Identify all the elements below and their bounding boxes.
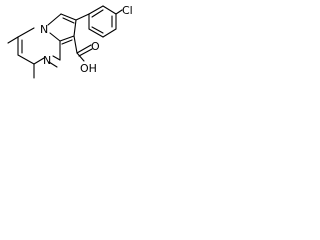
- bond-ph-4: [102, 28, 117, 38]
- bond-c4-me: [7, 36, 19, 44]
- bond-ph-2: [102, 5, 117, 15]
- bond-c5-c6: [17, 54, 35, 65]
- bond-c-oh: [76, 52, 85, 62]
- bond-n1-c2: [47, 13, 62, 26]
- structure-svg: N N Cl OH O: [7, 4, 133, 79]
- bond-c3-c4: [73, 19, 77, 37]
- atom-hydroxyl: OH: [80, 62, 97, 75]
- bond-c-o: [76, 44, 92, 54]
- bond-ph-5-double: [91, 26, 104, 34]
- atom-carbonyl-oxygen: O: [91, 40, 100, 53]
- bond-c3-phenyl: [75, 13, 90, 21]
- bond-c4-c8a-double: [61, 39, 73, 45]
- bond-c4-n1: [17, 27, 35, 38]
- atom-n-bridge: N: [40, 23, 48, 36]
- bond-c4-c8a: [59, 35, 75, 42]
- bond-ph-1: [88, 5, 104, 15]
- bond-c2-c3-double: [62, 17, 75, 24]
- bond-c-o-double: [78, 48, 93, 57]
- bond-n1-c8a: [49, 32, 61, 42]
- bond-n7-c8a: [52, 55, 61, 61]
- atom-n-ring: N: [43, 54, 51, 67]
- bond-ph-cl: [115, 9, 123, 15]
- chemical-structure: N N Cl OH O: [0, 0, 143, 101]
- bond-n7-c8a-double: [48, 61, 58, 68]
- bond-ph-5: [88, 28, 104, 38]
- bond-c6-n7: [33, 57, 45, 65]
- bond-ph-1-double: [91, 9, 104, 18]
- bond-c4-cooh: [73, 35, 78, 54]
- bond-c2-c3: [60, 13, 77, 21]
- atom-chlorine: Cl: [122, 4, 133, 17]
